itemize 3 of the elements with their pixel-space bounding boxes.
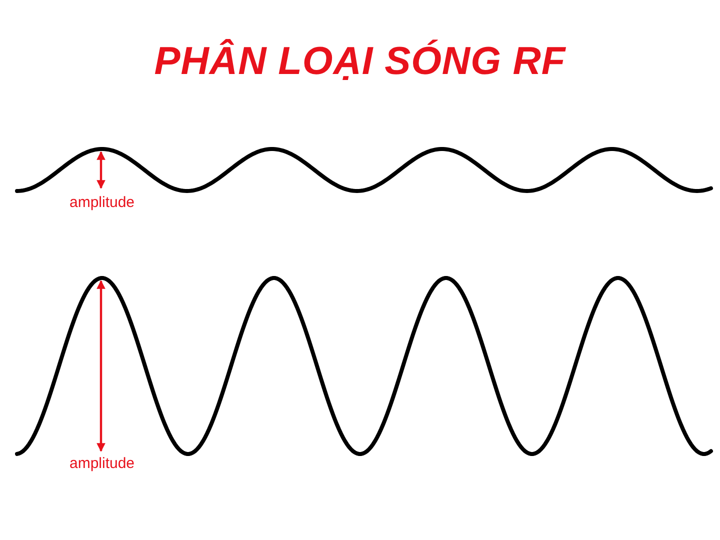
title: PHÂN LOẠI SÓNG RF (154, 40, 566, 83)
dimension-label: amplitude (69, 195, 135, 211)
dimension-label: amplitude (69, 456, 135, 472)
